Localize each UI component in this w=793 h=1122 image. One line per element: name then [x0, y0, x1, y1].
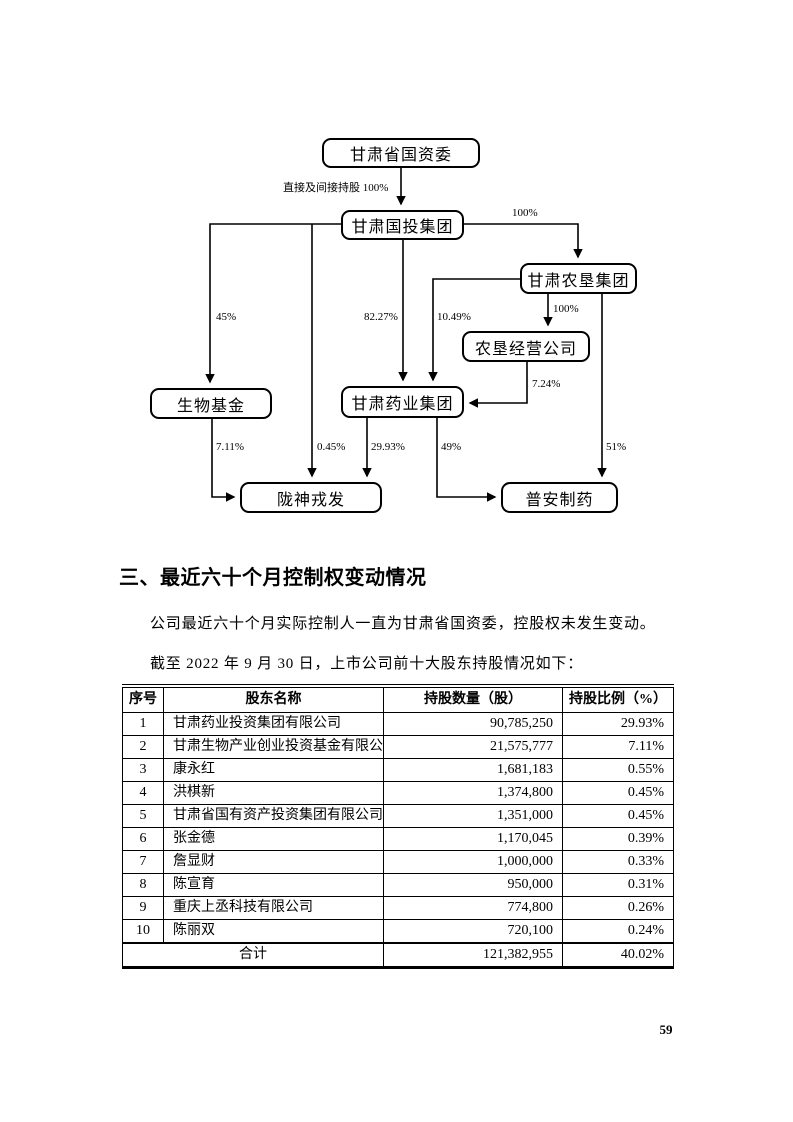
page-number: 59 — [659, 1022, 673, 1037]
table-row: 3 康永红 1,681,183 0.55% — [122, 758, 674, 782]
diagram-connector-lines — [205, 168, 607, 502]
cell-name: 张金德 — [163, 827, 384, 851]
node-gansu-pharma-group: 甘肃药业集团 — [341, 386, 464, 418]
table-row: 9 重庆上丞科技有限公司 774,800 0.26% — [122, 896, 674, 920]
cell-ratio: 0.45% — [562, 804, 674, 828]
cell-ratio: 0.31% — [562, 873, 674, 897]
edge-label-yaoye-longshen: 29.93% — [371, 441, 405, 453]
edge-label-nongken-yaoye: 10.49% — [437, 311, 471, 323]
cell-ratio: 0.55% — [562, 758, 674, 782]
node-longshen-rongfa: 陇神戎发 — [240, 482, 382, 513]
cell-shares: 720,100 — [383, 919, 563, 944]
cell-ratio: 0.45% — [562, 781, 674, 805]
col-header-ratio: 持股比例（%） — [562, 685, 674, 713]
node-puan-pharma: 普安制药 — [501, 482, 618, 513]
cell-shares: 774,800 — [383, 896, 563, 920]
section-heading: 三、最近六十个月控制权变动情况 — [119, 567, 427, 589]
cell-shares: 1,170,045 — [383, 827, 563, 851]
edge-label-yaoye-puan: 49% — [441, 441, 462, 453]
cell-name: 陈宣育 — [163, 873, 384, 897]
edge-label-shengwu-longshen: 7.11% — [216, 441, 245, 453]
edge-label-guotou-yaoye: 82.27% — [364, 311, 398, 323]
cell-index: 2 — [122, 735, 164, 759]
table-row: 10 陈丽双 720,100 0.24% — [122, 919, 674, 944]
cell-shares: 1,374,800 — [383, 781, 563, 805]
table-total-row: 合计 121,382,955 40.02% — [122, 942, 674, 968]
node-biology-fund: 生物基金 — [150, 388, 272, 419]
edge-label-nongken-jingying: 100% — [553, 303, 579, 315]
edge-label-nongken-puan: 51% — [606, 441, 627, 453]
cell-index: 6 — [122, 827, 164, 851]
cell-name: 甘肃生物产业创业投资基金有限公司 — [163, 735, 384, 759]
cell-ratio: 7.11% — [562, 735, 674, 759]
col-header-index: 序号 — [122, 685, 164, 713]
table-row: 1 甘肃药业投资集团有限公司 90,785,250 29.93% — [122, 712, 674, 736]
cell-index: 1 — [122, 712, 164, 736]
edge-label-guotou-nongken: 100% — [512, 207, 538, 219]
table-row: 4 洪棋新 1,374,800 0.45% — [122, 781, 674, 805]
cell-total-shares: 121,382,955 — [383, 942, 563, 968]
equity-structure-diagram: 甘肃省国资委 甘肃国投集团 甘肃农垦集团 农垦经营公司 生物基金 甘肃药业集团 … — [0, 0, 793, 545]
cell-shares: 950,000 — [383, 873, 563, 897]
table-header-row: 序号 股东名称 持股数量（股） 持股比例（%） — [122, 685, 674, 713]
table-row: 6 张金德 1,170,045 0.39% — [122, 827, 674, 851]
cell-name: 甘肃省国有资产投资集团有限公司 — [163, 804, 384, 828]
cell-total-ratio: 40.02% — [562, 942, 674, 968]
edge-label-guotou-longshen: 0.45% — [317, 441, 346, 453]
cell-shares: 1,000,000 — [383, 850, 563, 874]
node-gansu-sasac: 甘肃省国资委 — [322, 138, 480, 168]
col-header-name: 股东名称 — [163, 685, 384, 713]
table-row: 5 甘肃省国有资产投资集团有限公司 1,351,000 0.45% — [122, 804, 674, 828]
cell-ratio: 0.33% — [562, 850, 674, 874]
cell-name: 洪棋新 — [163, 781, 384, 805]
table-row: 7 詹显财 1,000,000 0.33% — [122, 850, 674, 874]
table-row: 8 陈宣育 950,000 0.31% — [122, 873, 674, 897]
cell-name: 康永红 — [163, 758, 384, 782]
paragraph-control-status: 公司最近六十个月实际控制人一直为甘肃省国资委，控股权未发生变动。 — [150, 616, 656, 632]
cell-index: 9 — [122, 896, 164, 920]
node-nongken-operating-company: 农垦经营公司 — [462, 331, 590, 362]
paragraph-top10-intro: 截至 2022 年 9 月 30 日，上市公司前十大股东持股情况如下： — [150, 656, 584, 672]
cell-ratio: 0.26% — [562, 896, 674, 920]
node-gansu-nongken-group: 甘肃农垦集团 — [520, 263, 637, 294]
cell-index: 10 — [122, 919, 164, 944]
edge-label-guotou-shengwu: 45% — [216, 311, 237, 323]
cell-shares: 21,575,777 — [383, 735, 563, 759]
cell-index: 5 — [122, 804, 164, 828]
cell-index: 3 — [122, 758, 164, 782]
cell-name: 甘肃药业投资集团有限公司 — [163, 712, 384, 736]
cell-shares: 1,681,183 — [383, 758, 563, 782]
col-header-shares: 持股数量（股） — [383, 685, 563, 713]
cell-ratio: 0.39% — [562, 827, 674, 851]
edge-label-jingying-yaoye: 7.24% — [532, 378, 561, 390]
cell-shares: 90,785,250 — [383, 712, 563, 736]
cell-name: 陈丽双 — [163, 919, 384, 944]
top10-shareholders-table: 序号 股东名称 持股数量（股） 持股比例（%） 1 甘肃药业投资集团有限公司 9… — [122, 684, 674, 969]
node-gansu-guotou-group: 甘肃国投集团 — [341, 210, 464, 240]
cell-ratio: 29.93% — [562, 712, 674, 736]
cell-index: 8 — [122, 873, 164, 897]
cell-total-label: 合计 — [122, 942, 384, 968]
cell-shares: 1,351,000 — [383, 804, 563, 828]
cell-ratio: 0.24% — [562, 919, 674, 944]
cell-name: 重庆上丞科技有限公司 — [163, 896, 384, 920]
table-row: 2 甘肃生物产业创业投资基金有限公司 21,575,777 7.11% — [122, 735, 674, 759]
cell-name: 詹显财 — [163, 850, 384, 874]
cell-index: 4 — [122, 781, 164, 805]
cell-index: 7 — [122, 850, 164, 874]
edge-label-sasac-guotou: 直接及间接持股 100% — [283, 182, 389, 194]
